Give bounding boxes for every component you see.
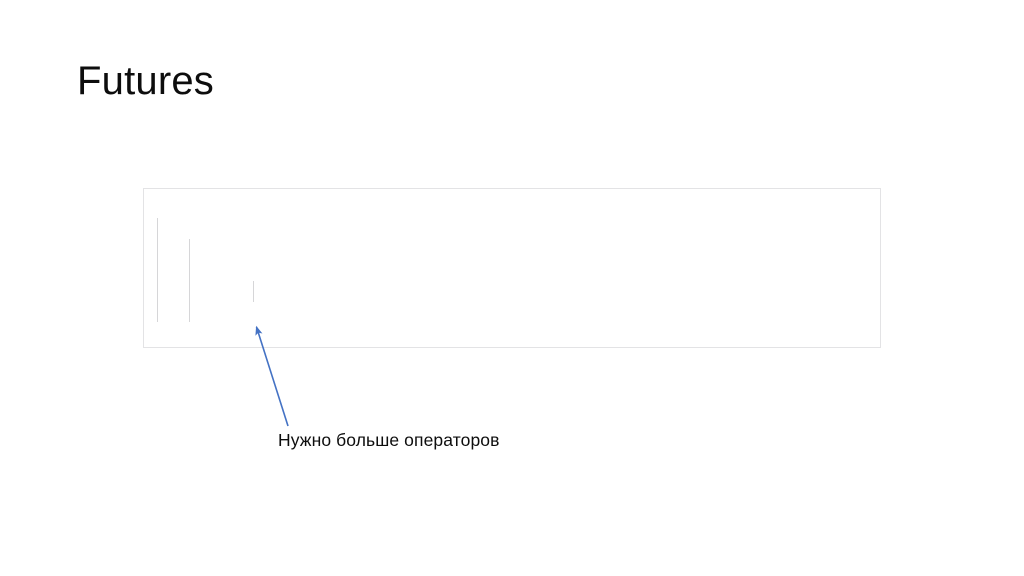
- code-text: loadOrderDetails(orderId: String, custom…: [180, 346, 622, 347]
- page-title: Futures: [77, 59, 215, 103]
- indent-guide-level-0: [157, 218, 158, 322]
- indent-guide-level-1: [189, 239, 190, 322]
- code-block: fun loadOrderDetails(orderId: String, cu…: [143, 188, 881, 348]
- annotation-caption: Нужно больше операторов: [278, 430, 500, 450]
- indent-guide-level-2: [253, 281, 254, 302]
- code-body: fun loadOrderDetails(orderId: String, cu…: [144, 189, 880, 347]
- code-keyword: fun: [156, 346, 180, 347]
- code-line: fun loadOrderDetails(orderId: String, cu…: [156, 344, 880, 347]
